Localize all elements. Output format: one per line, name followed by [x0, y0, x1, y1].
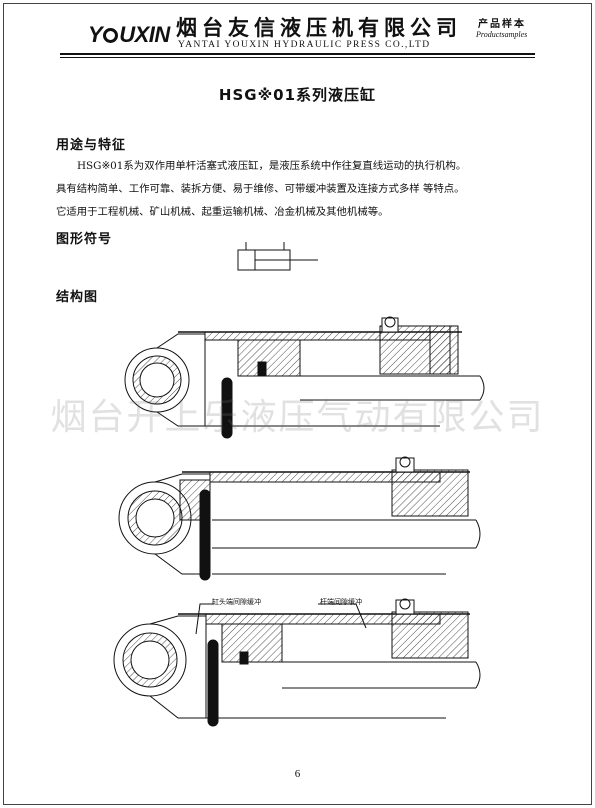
hydraulic-symbol — [237, 242, 318, 271]
product-samples-label-cn: 产品样本 — [478, 19, 526, 30]
usage-line: HSG※01系为双作用单杆活塞式液压缸，是液压系统中作往复直线运动的执行机构。 — [77, 160, 467, 172]
usage-line: 具有结构简单、工作可靠、装拆方便、易于维修、可带缓冲装置及连接方式多样 等特点。 — [56, 183, 465, 195]
usage-paragraph: HSG※01系为双作用单杆活塞式液压缸，是液压系统中作往复直线运动的执行机构。 … — [56, 155, 546, 224]
header-divider — [60, 53, 535, 55]
company-name-cn: 烟台友信液压机有限公司 — [176, 15, 462, 40]
usage-heading: 用途与特征 — [56, 138, 127, 153]
rod-cushion-label: 杆端间隙缓冲 — [320, 598, 362, 606]
symbol-heading: 图形符号 — [56, 232, 113, 247]
page-number: 6 — [294, 768, 301, 780]
cylinder-drawing-1 — [124, 316, 485, 439]
usage-line: 它适用于工程机械、矿山机械、起重运输机械、冶金机械及其他机械等。 — [56, 206, 389, 218]
header-divider-thin — [60, 57, 535, 58]
watermark: 烟台开上乐液压气动有限公司 — [50, 397, 545, 438]
cylinder-drawing-2 — [118, 456, 481, 581]
structure-heading: 结构图 — [56, 290, 99, 305]
cap-cushion-label: 缸头端间隙缓冲 — [212, 598, 261, 606]
page-title: HSG※01系列液压缸 — [218, 86, 377, 104]
company-name-en: YANTAI YOUXIN HYDRAULIC PRESS CO.,LTD — [178, 40, 431, 50]
cylinder-drawing-3 — [113, 598, 481, 727]
product-samples-label-en: Productsamples — [476, 30, 528, 39]
page-frame — [3, 3, 592, 805]
